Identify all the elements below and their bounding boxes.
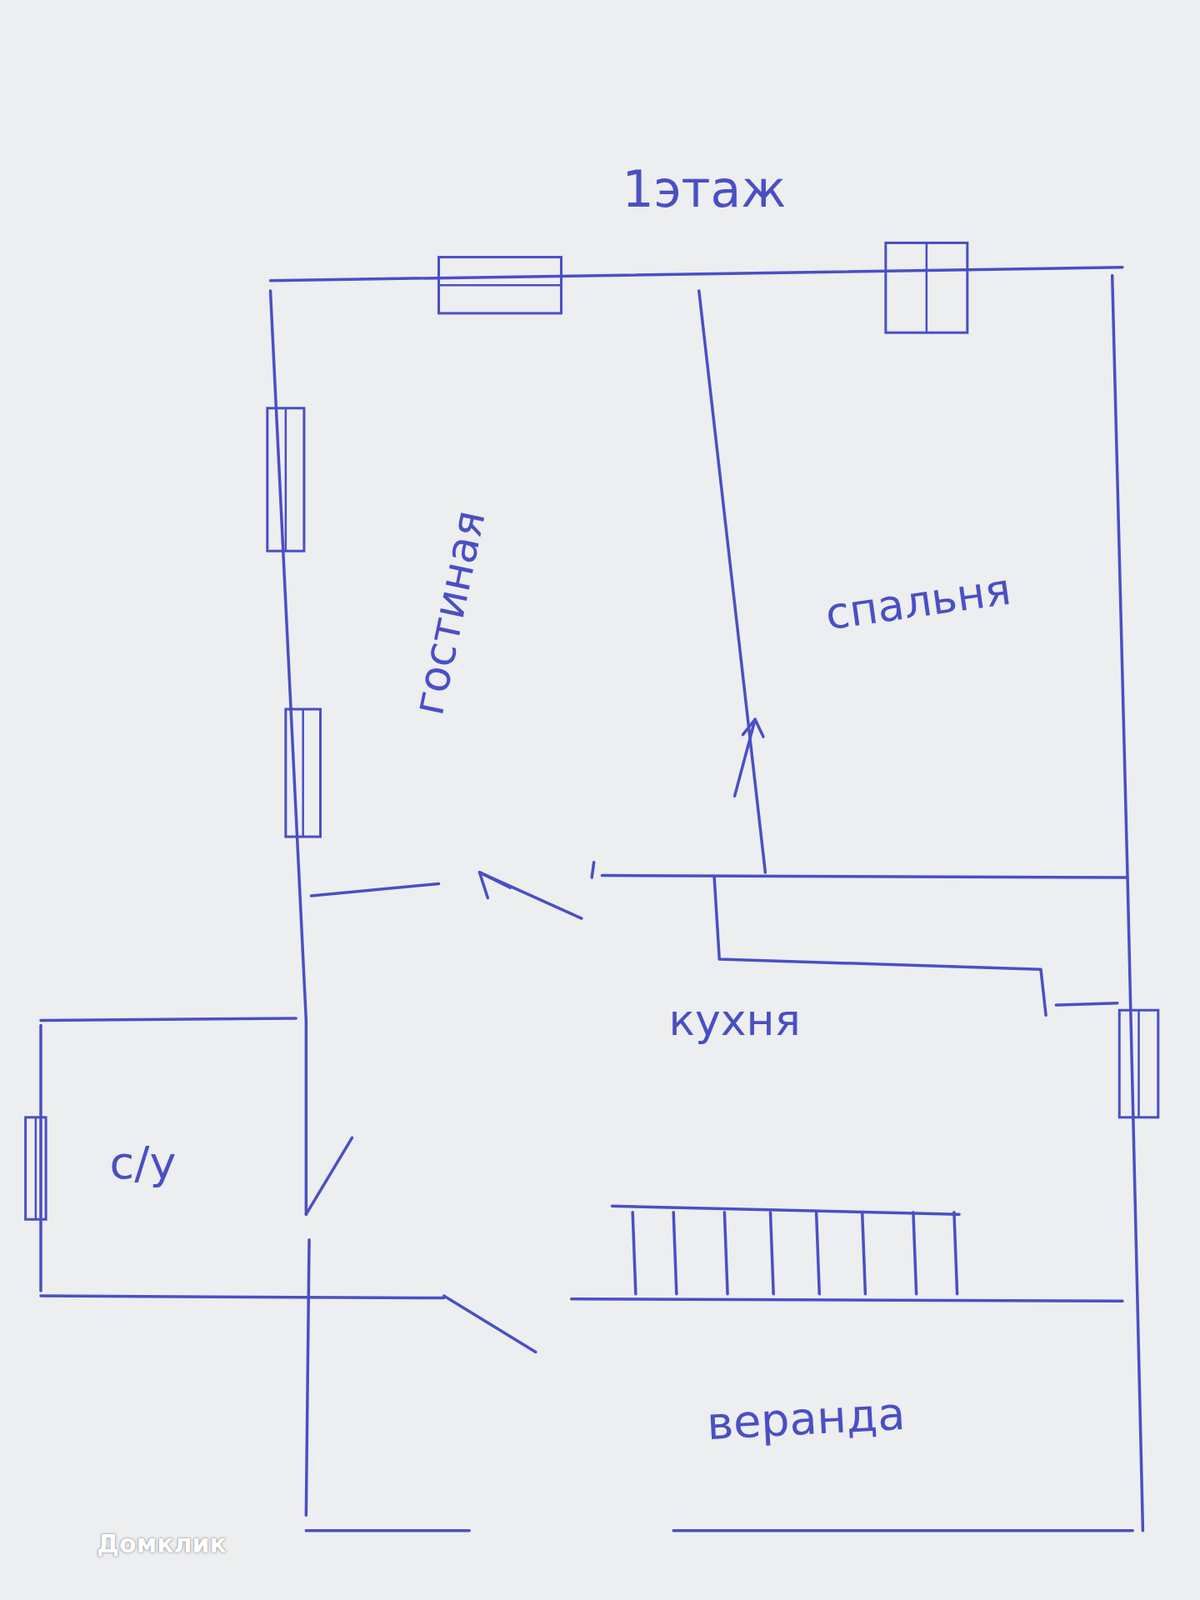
wall-line [699,290,766,873]
window-symbol [885,242,968,333]
room-area: кухня [669,995,801,1045]
wall-line [40,1018,296,1020]
wall-line [40,1295,445,1298]
wall-line [444,1295,536,1352]
wall-line [1055,1003,1117,1005]
room-area: спальня [822,564,1015,640]
wall-line [862,1212,866,1295]
wall-line [305,1137,352,1215]
wall-line [770,1212,774,1295]
watermark: Домклик [96,1529,227,1559]
wall-line [673,1529,1133,1533]
wall-line [714,877,1046,1015]
room-label: кухня [669,995,801,1045]
wall-line [816,1212,820,1295]
room-area: гостиная [403,505,495,720]
wall-line [742,719,755,735]
wall-line [591,862,594,878]
wall-line [270,290,306,1021]
room-label: с/у [110,1136,177,1190]
floor-title: 1этаж [621,160,786,219]
wall-line [39,1025,43,1291]
wall-line [305,1529,470,1533]
window-symbol [25,1117,46,1220]
room-label: веранда [705,1386,907,1450]
room-label: гостиная [403,505,495,720]
wall-line [480,872,489,899]
window-symbol [1119,1010,1159,1118]
room-area: с/у [110,1136,177,1190]
window-symbol [285,709,321,837]
wall-line [310,883,439,896]
wall-line [612,1205,960,1215]
wall-line [1112,275,1144,1531]
wall-line [724,1212,728,1295]
wall-line [270,267,1122,281]
wall-line [632,1212,636,1295]
wall-line [480,872,582,919]
window-symbol [267,408,305,551]
room-area: веранда [705,1386,907,1450]
wall-line [601,875,1128,878]
window-symbol [439,257,562,314]
wall-line [954,1212,958,1295]
wall-line [913,1212,917,1295]
wall-line [755,719,764,737]
wall-line [735,719,755,796]
room-label: спальня [822,564,1015,640]
wall-line [673,1212,677,1295]
wall-line [305,1240,310,1516]
wall-line [571,1299,1123,1301]
wall-line [305,1020,309,1215]
